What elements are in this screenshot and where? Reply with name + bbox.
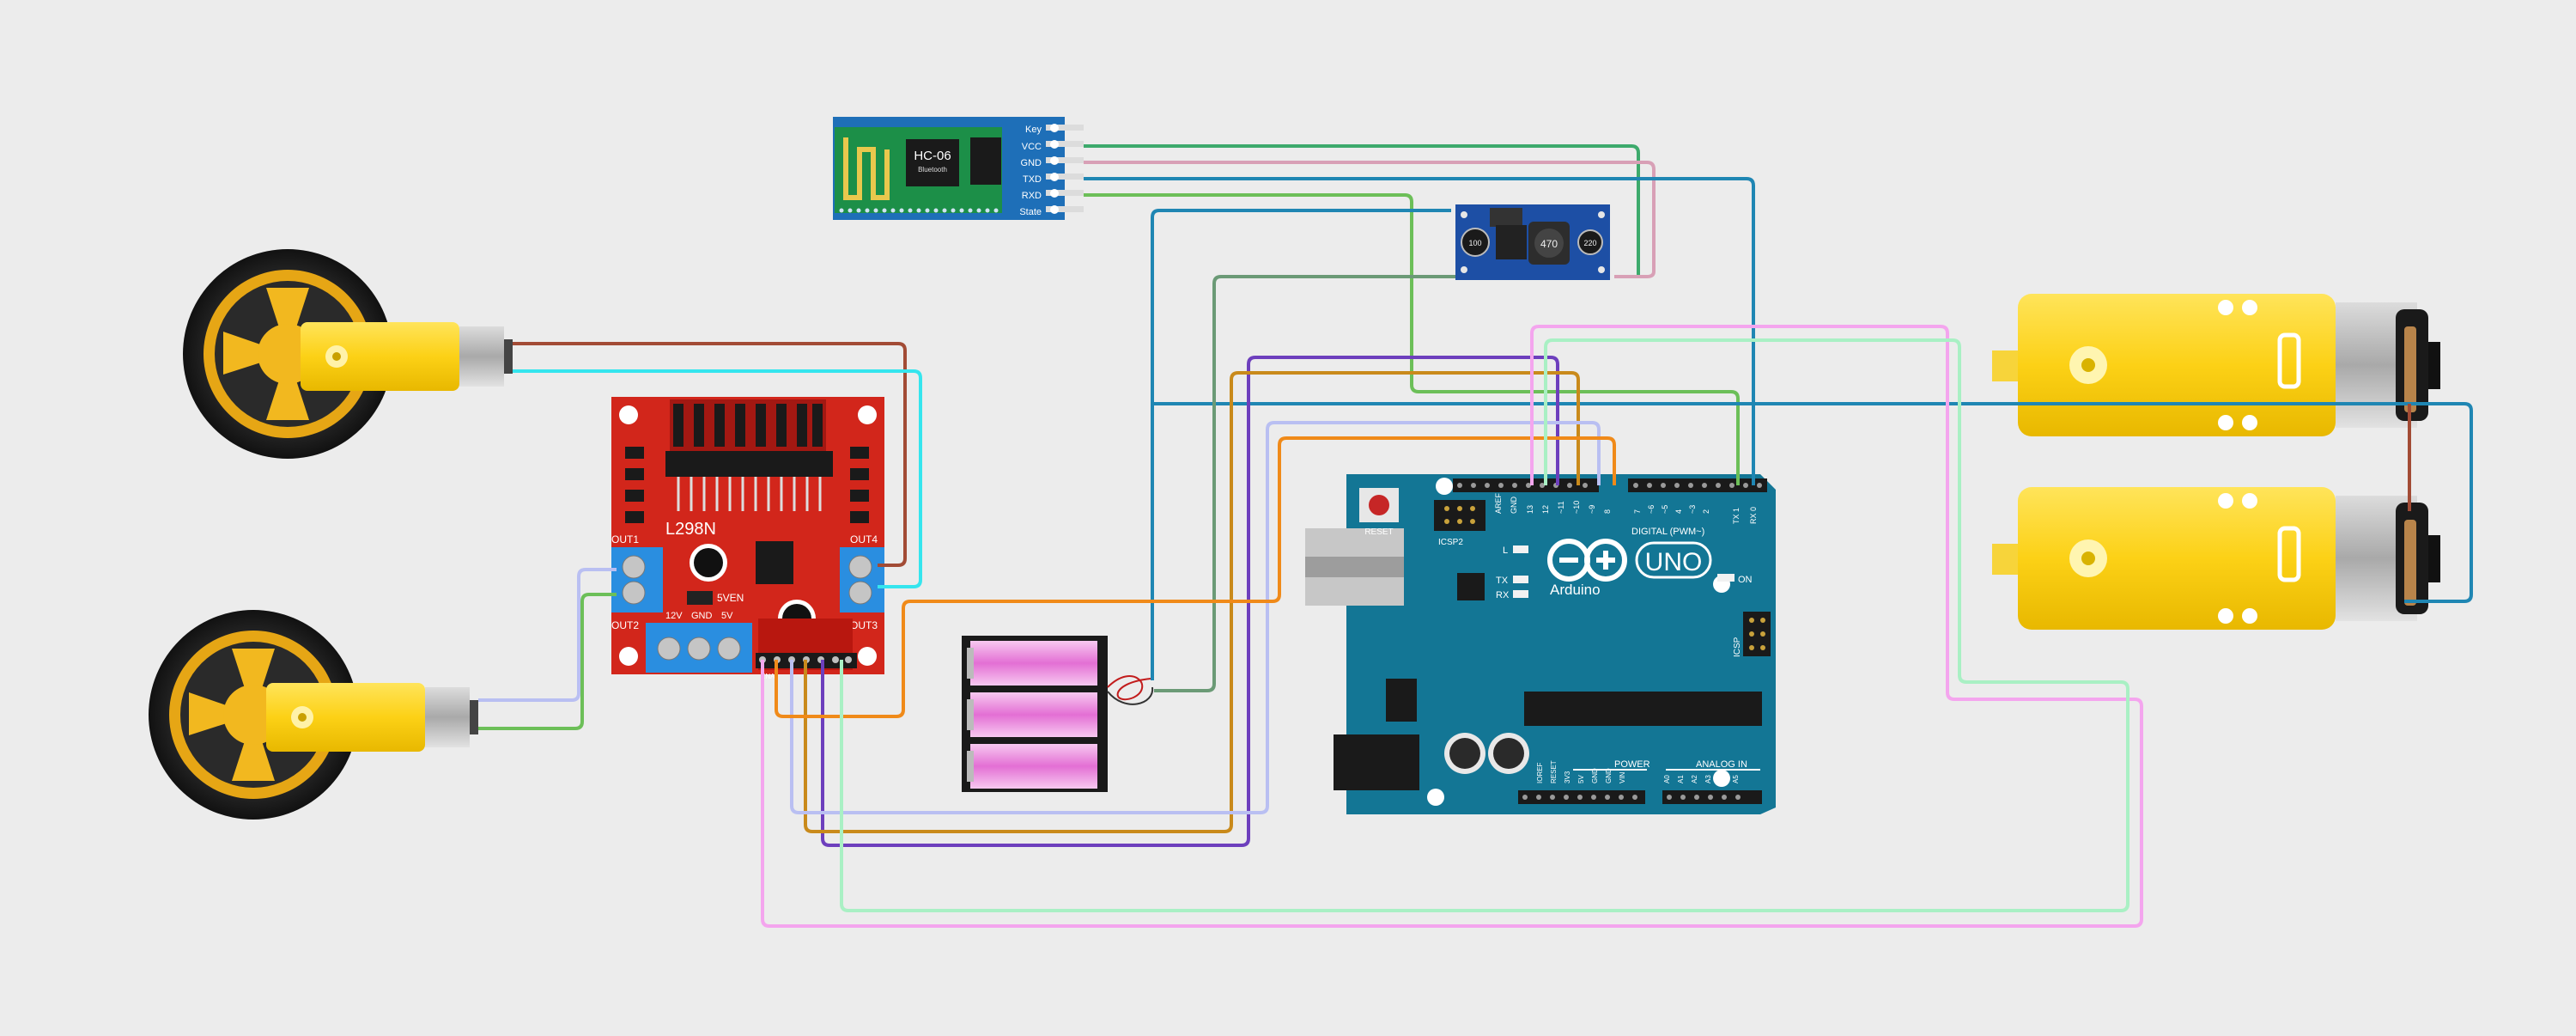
arduino-digital-label: DIGITAL (PWM~) [1631,527,1704,537]
wire-mint [840,338,2129,912]
wire-txd [1084,177,1755,485]
wire-darkgreen [1154,275,1455,692]
wire-cyan [513,369,922,588]
arduino-brand: Arduino [1550,582,1601,598]
wheel-motor-top [183,249,513,459]
pin-5: ~5 [1661,505,1669,514]
l298n-5ven: 5VEN [717,592,744,604]
pin-a4: A4 [1718,775,1726,783]
pwr-gnd1: GND [1591,768,1599,783]
pin-11: ~11 [1557,501,1565,514]
hc06-title: HC-06 [914,149,951,163]
wire-lgreen-left [478,593,617,730]
hc06-pin-rxd: RXD [1022,191,1042,201]
arduino-uno-board: RESET ICSP2 AREF GND 13 12 ~11 ~10 ~9 8 … [1305,474,1776,814]
arduino-reset-label: RESET [1364,527,1393,537]
buck-regulator-module: 100 470 220 [1455,204,1610,280]
pin-3: ~3 [1688,505,1697,514]
arduino-power-label: POWER [1614,759,1650,770]
pin-12: 12 [1541,505,1550,514]
wire-lav-left [478,568,617,702]
wire-brown [513,342,907,567]
pin-6: ~6 [1647,505,1656,514]
pin-rx: RX 0 [1749,507,1758,524]
hc06-subtitle: Bluetooth [918,166,947,174]
arduino-analog-label: ANALOG IN [1696,759,1747,770]
wire-magenta [761,325,2143,928]
hc06-pin-state: State [1019,207,1042,217]
arduino-tx-label: TX [1496,576,1509,586]
arduino-on-label: ON [1738,575,1753,585]
pin-a5: A5 [1732,775,1740,783]
wire-teal-long [1151,209,1451,680]
l298n-12v: 12V [665,611,683,621]
gear-motor-bottom [1992,487,2440,630]
pwr-reset: RESET [1550,760,1558,783]
pin-2: 2 [1702,509,1710,514]
inductor-label: 470 [1540,238,1558,250]
gear-motor-top [1992,294,2440,436]
l298n-out3: OUT3 [850,619,878,631]
wheel-motor-bottom [149,610,478,820]
arduino-l-label: L [1503,545,1508,556]
pwr-gnd2: GND [1605,768,1613,783]
pin-8: 8 [1603,509,1612,514]
wire-teal-right [1152,402,2473,603]
wire-lavender [790,421,1601,814]
pin-4: 4 [1674,509,1683,514]
l298n-out1: OUT1 [611,533,639,545]
hc06-pin-gnd: GND [1021,158,1042,168]
hc06-pin-txd: TXD [1023,174,1042,185]
pin-10: ~10 [1572,501,1581,514]
pwr-5v: 5V [1577,775,1585,783]
pwr-ioref: IOREF [1536,762,1544,783]
pin-a1: A1 [1677,775,1685,783]
arduino-rx-label: RX [1496,590,1510,600]
arduino-icsp-label: ICSP [1733,637,1742,657]
wiring [478,144,2473,928]
pin-13: 13 [1526,505,1534,514]
pwr-vin: VIN [1619,771,1626,783]
pin-a2: A2 [1691,775,1698,783]
l298n-out4: OUT4 [850,533,878,545]
hc06-pin-key: Key [1025,125,1042,135]
arduino-model: UNO [1645,548,1703,576]
arduino-icsp2-label: ICSP2 [1438,538,1463,547]
l298n-chip-label: L298N [665,520,716,539]
pwr-3v3: 3V3 [1564,771,1571,783]
pin-7: 7 [1633,509,1642,514]
wire-orange [775,436,1616,718]
pin-aref: AREF [1494,492,1503,514]
hc06-bluetooth-module: HC-06 Bluetooth Key VCC GND TXD RXD Stat… [833,117,1084,220]
pin-gnd-d: GND [1510,497,1518,515]
pin-a3: A3 [1704,775,1712,783]
pin-tx: TX 1 [1732,508,1741,524]
l298n-out2: OUT2 [611,619,639,631]
wire-rxd [1084,193,1740,485]
cap1-label: 100 [1468,239,1481,247]
wire-vcc [1084,144,1640,275]
cap2-label: 220 [1583,239,1596,247]
hc06-pin-vcc: VCC [1022,142,1042,152]
pin-9: ~9 [1588,505,1596,514]
wire-gnd [1084,161,1656,278]
pin-a0: A0 [1663,775,1671,783]
battery-pack [962,636,1154,792]
l298n-5v: 5V [721,611,733,621]
l298n-ena: ENA [761,673,775,680]
l298n-gnd: GND [691,611,713,621]
l298n-motor-driver: L298N OUT1 OUT2 OUT3 OUT4 5VEN 12V GND 5… [611,397,884,680]
